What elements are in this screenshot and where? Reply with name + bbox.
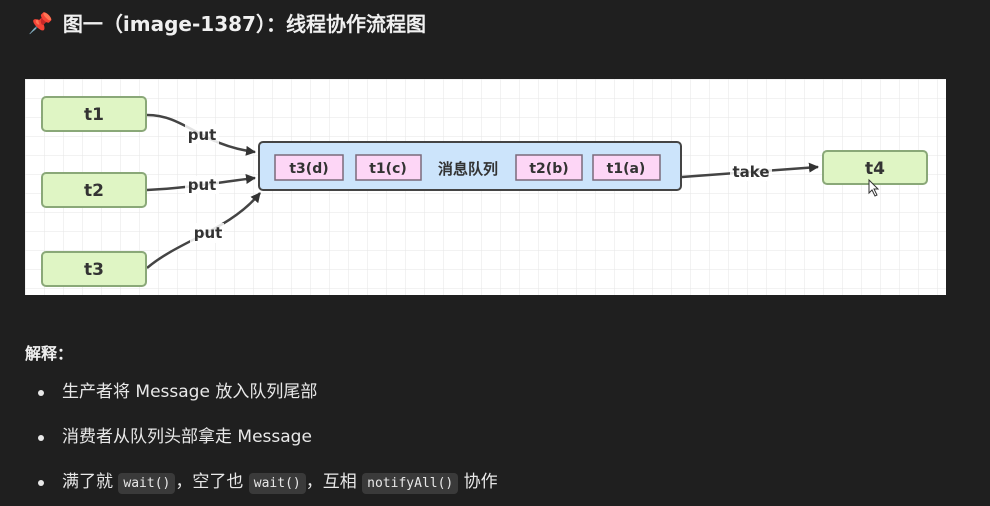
list-item: 消费者从队列头部拿走 Message <box>38 415 498 460</box>
inline-code: notifyAll() <box>362 473 459 494</box>
consumer-t4: t4 <box>822 150 928 185</box>
queue-item: t2(b) <box>529 161 568 177</box>
take-label: take <box>732 163 769 181</box>
put-label: put <box>194 224 223 242</box>
pushpin-icon: 📌 <box>28 10 53 35</box>
queue-item: t1(c) <box>369 161 407 177</box>
explain-heading: 解释： <box>25 344 74 363</box>
producer-t2: t2 <box>41 172 147 208</box>
put-label: put <box>188 176 217 194</box>
svg-text:t3: t3 <box>84 260 104 280</box>
producer-t1: t1 <box>41 96 147 132</box>
queue-label: 消息队列 <box>438 160 498 178</box>
explain-list: 生产者将 Message 放入队列尾部 消费者从队列头部拿走 Message 满… <box>0 370 498 505</box>
list-item: 生产者将 Message 放入队列尾部 <box>38 370 498 415</box>
producer-t3: t3 <box>41 251 147 287</box>
list-item: 满了就 wait()，空了也 wait()，互相 notifyAll() 协作 <box>38 460 498 505</box>
cursor-icon <box>868 178 880 197</box>
svg-text:t4: t4 <box>865 159 885 179</box>
title-text: 图一（image-1387）：线程协作流程图 <box>62 12 426 36</box>
page-title: 📌 图一（image-1387）：线程协作流程图 <box>28 8 426 37</box>
put-label: put <box>188 126 217 144</box>
queue-item: t3(d) <box>289 161 328 177</box>
queue-item: t1(a) <box>607 161 646 177</box>
svg-text:t1: t1 <box>84 105 104 125</box>
message-queue: t3(d) t1(c) 消息队列 t2(b) t1(a) <box>258 141 682 191</box>
inline-code: wait() <box>118 473 176 494</box>
inline-code: wait() <box>248 473 306 494</box>
thread-flow-diagram: put put put take t1 t2 t3 t3(d) t1(c) 消息… <box>25 79 946 295</box>
svg-text:t2: t2 <box>84 181 104 201</box>
